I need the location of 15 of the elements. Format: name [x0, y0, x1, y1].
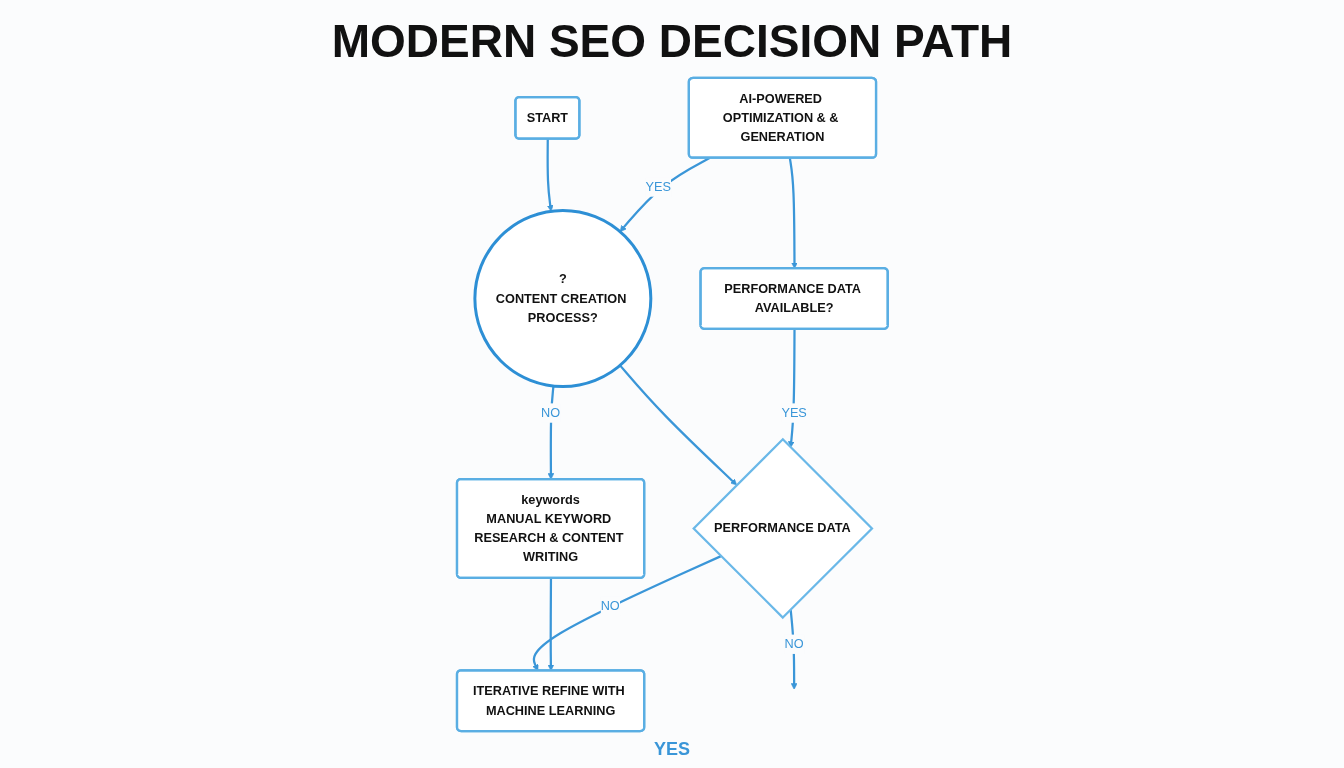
diagram-title: MODERN SEO DECISION PATH [331, 14, 1013, 68]
arrow [619, 157, 710, 232]
arrow [788, 157, 798, 269]
edge-label: YES [645, 179, 671, 194]
node-diamond: PERFORMANCE DATA [691, 437, 874, 620]
arrow [547, 385, 555, 480]
annotation-text: YES [654, 739, 690, 760]
arrow [789, 609, 798, 690]
arrow [546, 139, 554, 212]
edge-label: NO [600, 598, 620, 613]
edge-label: NO [784, 636, 804, 651]
edge-label: NO [540, 405, 560, 420]
arrow [618, 364, 737, 486]
node-circle: ? CONTENT CREATION PROCESS? [473, 209, 652, 388]
edge-label: YES [781, 405, 807, 420]
